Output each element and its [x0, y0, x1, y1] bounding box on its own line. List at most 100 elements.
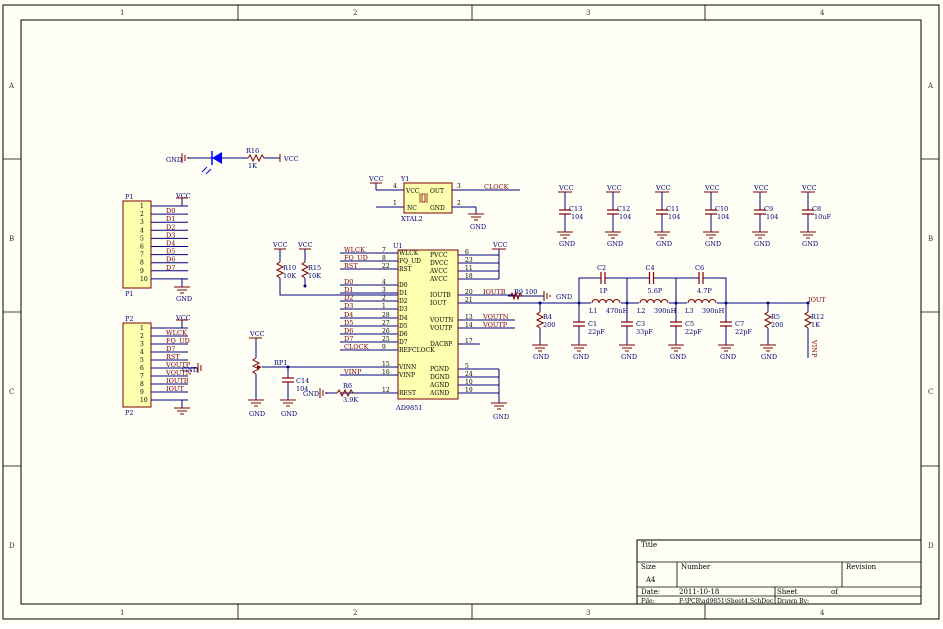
ic-right-pin-number: 24	[465, 371, 473, 378]
p1-vcc-wire	[181, 198, 188, 207]
series-cap-value: 5.6P	[648, 287, 663, 295]
decap-gnd-label: GND	[607, 240, 623, 248]
led-indicator-circuit: GND R16 1K VCC	[166, 147, 299, 175]
ic-left-pin-name: D1	[399, 290, 408, 297]
ic-left-net-label: D3	[344, 302, 353, 310]
ic-right-pin-name: AGND	[429, 382, 449, 389]
ic-right-pin-number: 6	[465, 249, 469, 256]
decap-gnd-label: GND	[754, 240, 770, 248]
zone-row-b: B	[9, 235, 14, 243]
ic-left-pin-number: 9	[382, 344, 386, 351]
inductor-ref: L2	[637, 307, 645, 315]
r6-ref: R6	[343, 382, 352, 390]
ic-left-pin-number: 3	[382, 287, 386, 294]
series-cap-wire	[675, 277, 699, 303]
r16-value: 1K	[248, 162, 257, 170]
led-diode-icon	[212, 152, 222, 164]
ic-ref: U1	[393, 242, 403, 250]
shunt-cap-gnd-label: GND	[720, 353, 736, 361]
osc-body	[403, 182, 453, 214]
series-cap-wire	[578, 277, 601, 303]
p1-gnd-label: GND	[176, 295, 192, 303]
zone-col-1-bottom: 1	[120, 609, 124, 617]
ic-left-pin-number: 1	[382, 303, 386, 310]
r16-ref: R16	[246, 147, 259, 155]
shunt-cap-ref: C3	[636, 320, 645, 328]
zone-row-c: C	[9, 388, 14, 396]
ic-right-pin-number: 20	[465, 289, 473, 296]
ic-left-pin-name: REFCLOCK	[399, 347, 435, 354]
inductor-coil	[687, 299, 717, 304]
ic-left-net-label: RST	[344, 262, 358, 270]
inductor-ref: L3	[685, 307, 693, 315]
ic-right-net-label: IOUTB	[483, 288, 506, 296]
p1-pin-number: 1	[140, 203, 144, 210]
osc-gnd-label: GND	[470, 223, 486, 231]
ic-left-pin-number: 15	[382, 361, 390, 368]
series-cap-value: 1P	[599, 287, 608, 295]
r9-ref: R9	[514, 288, 523, 296]
zone-row-d-right: D	[928, 542, 934, 550]
zone-row-d: D	[9, 542, 15, 550]
p2-net-label: RST	[166, 353, 180, 361]
ic-right-pin-name: VOUTP	[429, 325, 452, 332]
p1-net-label: D3	[166, 231, 175, 239]
r5-ref: R5	[771, 313, 780, 321]
r6-resistor: GND R6 3.9K	[303, 382, 398, 404]
zone-col-4-bottom: 4	[820, 609, 825, 617]
zone-col-4: 4	[820, 9, 825, 17]
p2-vcc-wire	[181, 320, 188, 329]
series-cap-ref: C2	[597, 264, 606, 272]
p2-pin-number: 3	[140, 341, 144, 348]
decap-ref: C11	[666, 205, 679, 213]
ad9851-ic: U1 AD9851 WLCK7WLCKFQ_UD8FQ_UDRST22RSTD0…	[340, 241, 515, 421]
decap-ref: C8	[812, 205, 821, 213]
ic-left-pin-number: 2	[382, 295, 386, 302]
shunt-cap-value: 22pF	[588, 328, 605, 336]
decap-vcc-label: VCC	[655, 184, 671, 192]
series-cap-ref: C4	[646, 264, 655, 272]
p1-net-label: D7	[166, 264, 175, 272]
decoupling-capacitors: VCCC13104GNDVCCC12104GNDVCCC11104GNDVCCC…	[557, 184, 831, 248]
p1-pin-number: 6	[140, 244, 144, 251]
r15-resistor	[300, 261, 310, 279]
output-termination: R9 100 GND R4 200 GND	[458, 288, 808, 361]
r16-resistor	[247, 153, 265, 163]
osc-pin-nc: NC	[407, 205, 417, 212]
zone-col-3-bottom: 3	[586, 609, 590, 617]
p2-pin-number: 1	[140, 325, 144, 332]
tb-drawn-label: Drawn By:	[777, 598, 809, 605]
p1-pin-number: 4	[140, 227, 144, 234]
zone-row-a-right: A	[927, 82, 934, 90]
p1-net-label: D5	[166, 248, 175, 256]
p2-pin-number: 9	[140, 389, 144, 396]
ic-right-pin-number: 19	[465, 387, 473, 394]
ic-left-net-label: FQ_UD	[344, 254, 368, 262]
tb-file-label: File:	[641, 598, 655, 605]
zone-labels: 1 2 3 4 1 2 3 4 A B C D A B C D	[8, 9, 934, 617]
p1-pin-number: 2	[140, 211, 144, 218]
osc-pin-vcc: VCC	[405, 188, 420, 195]
r9-resistor	[509, 291, 523, 301]
ic-left-pin-name: D0	[399, 282, 408, 289]
p1-net-label: D1	[166, 215, 175, 223]
p2-net-label: VOUTP	[165, 361, 191, 369]
ic-right-pin-name: DGND	[430, 374, 450, 381]
inductor-value: 390nH	[702, 307, 725, 315]
oscillator-y1: VCC 4 1 Y1 VCC OUT NC GND XTAL2 3 CLOCK …	[368, 175, 520, 231]
ic-right-pin-name: AVCC	[429, 276, 448, 283]
p1-net-label: D2	[166, 223, 175, 231]
ic-right-pin-name: VOUTN	[429, 317, 453, 324]
r6-gnd-label: GND	[303, 390, 319, 398]
ic-body	[397, 249, 459, 400]
ic-left-pin-name: D3	[399, 306, 408, 313]
p2-gnd-wire	[181, 399, 188, 408]
decap-vcc-label: VCC	[558, 184, 574, 192]
r12-value: 1K	[811, 321, 820, 329]
ic-left-pin-number: 22	[382, 263, 390, 270]
ic-right-pin-number: 14	[465, 322, 473, 329]
p2-pin-number: 2	[140, 333, 144, 340]
rp1-ref: RP1	[274, 359, 287, 367]
p2-net-label: D7	[166, 345, 175, 353]
